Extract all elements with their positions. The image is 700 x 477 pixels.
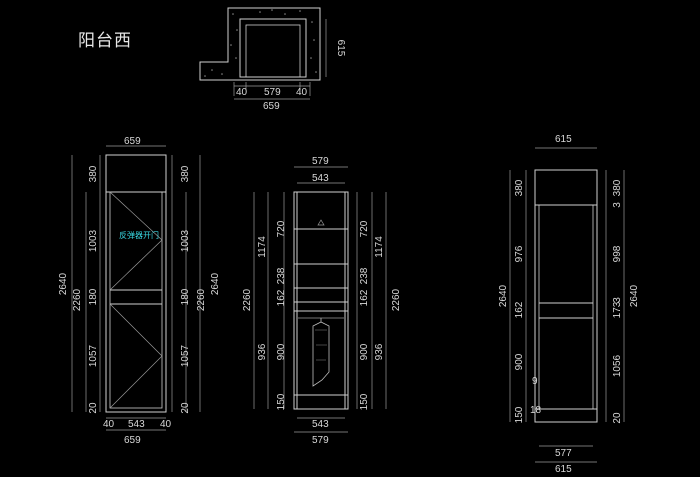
e2-right-seg-1: 720 <box>359 220 370 237</box>
e3-left-seg-4: 900 <box>514 353 525 370</box>
e3-right-seg-6: 1056 <box>612 354 623 377</box>
e2-bottom-outer-dim: 579 <box>312 435 329 446</box>
e3-left-seg-3: 162 <box>514 301 525 318</box>
e2-left-mid-a: 1174 <box>257 236 268 258</box>
annotation-label: 反弹器开门 <box>119 230 159 240</box>
e3-left-seg-5: 150 <box>514 406 525 423</box>
e2-seg-5: 150 <box>276 393 287 410</box>
plan-width-dim: 659 <box>263 101 280 112</box>
e1-right-seg-1: 380 <box>180 165 191 182</box>
e3-right-seg-4: 3 <box>612 297 623 303</box>
e3-right-seg-1: 380 <box>612 179 623 196</box>
plan-depth-dim: 615 <box>335 40 346 57</box>
e1-bottom-left-dim: 40 <box>103 419 115 430</box>
e2-seg-1: 720 <box>276 220 287 237</box>
e2-right-seg-2: 238 <box>359 267 370 284</box>
e3-right-seg-2: 3 <box>612 202 623 208</box>
e1-right-inner-dim: 2260 <box>196 288 207 311</box>
e1-inner-dim: 2260 <box>72 288 83 311</box>
e2-top-inner-dim: 543 <box>312 173 329 184</box>
e2-right-mid-b: 936 <box>374 343 385 360</box>
e1-right-seg-4: 1057 <box>180 344 191 367</box>
e1-left-seg-1: 380 <box>88 165 99 182</box>
e3-right-total-dim: 2640 <box>629 284 640 307</box>
e1-right-seg-3: 180 <box>180 288 191 305</box>
elevation-2: 579 543 543 579 2260 1174 936 720 238 16… <box>242 156 402 446</box>
e1-right-seg-2: 1003 <box>180 229 191 252</box>
e3-right-seg-7: 20 <box>612 412 623 424</box>
e2-right-total-dim: 2260 <box>391 288 402 311</box>
e2-seg-4: 900 <box>276 343 287 360</box>
e1-left-seg-5: 20 <box>88 402 99 414</box>
e3-left-seg-2: 976 <box>514 245 525 262</box>
drawing-title: 阳台西 <box>78 31 132 51</box>
e3-left-total-dim: 2640 <box>498 284 509 307</box>
e2-right-seg-3: 162 <box>359 289 370 306</box>
e2-left-total-dim: 2260 <box>242 288 253 311</box>
e3-mark-b: 18 <box>530 405 542 416</box>
e1-left-seg-3: 180 <box>88 288 99 305</box>
e2-right-seg-5: 150 <box>359 393 370 410</box>
e2-seg-3: 162 <box>276 289 287 306</box>
plan-view: 40 579 40 659 615 <box>199 7 346 112</box>
e3-right-seg-5: 173 <box>612 301 623 318</box>
plan-right-dim: 40 <box>296 87 308 98</box>
e1-right-seg-5: 20 <box>180 402 191 414</box>
e2-seg-2: 238 <box>276 267 287 284</box>
e3-bottom-outer-dim: 615 <box>555 464 572 475</box>
e1-total-dim: 2640 <box>58 272 69 295</box>
e1-bottom-dim: 659 <box>124 435 141 446</box>
plan-left-dim: 40 <box>236 87 248 98</box>
elevation-3: 615 577 615 2640 380 976 162 900 150 9 1… <box>498 134 640 475</box>
e2-left-mid-b: 936 <box>257 343 268 360</box>
e1-top-dim: 659 <box>124 136 141 147</box>
e3-right-seg-3: 998 <box>612 245 623 262</box>
e3-left-seg-1: 380 <box>514 179 525 196</box>
e2-right-seg-4: 900 <box>359 343 370 360</box>
e2-bottom-inner-dim: 543 <box>312 419 329 430</box>
e2-right-mid-a: 1174 <box>374 236 385 258</box>
e1-left-seg-4: 1057 <box>88 344 99 367</box>
e1-bottom-mid-dim: 543 <box>128 419 145 430</box>
hanging-clothes-icon <box>312 318 330 387</box>
e3-mark-a: 9 <box>532 376 538 387</box>
e2-top-outer-dim: 579 <box>312 156 329 167</box>
e3-top-dim: 615 <box>555 134 572 145</box>
e1-right-total-dim: 2640 <box>210 272 221 295</box>
e1-bottom-right-dim: 40 <box>160 419 172 430</box>
e1-left-seg-2: 1003 <box>88 229 99 252</box>
elevation-1: 659 40 543 40 659 2640 2260 380 1003 180… <box>58 136 221 446</box>
e3-bottom-inner-dim: 577 <box>555 448 572 459</box>
plan-mid-dim: 579 <box>264 87 281 98</box>
